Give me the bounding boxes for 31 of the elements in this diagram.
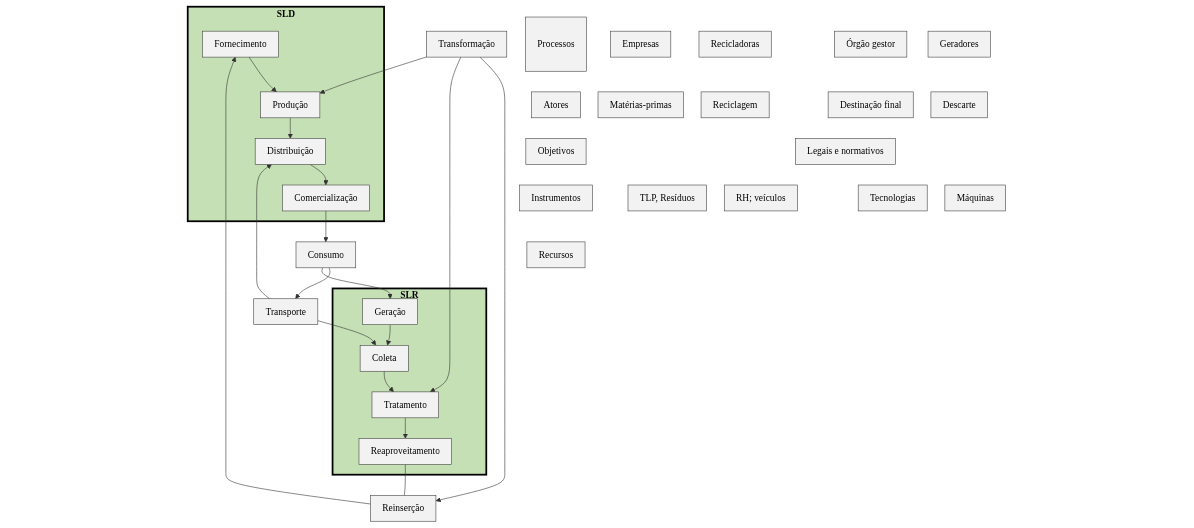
node-box: Fornecimento [202, 30, 280, 58]
node-box: Máquinas [944, 184, 1007, 212]
node-box: Reinserção [370, 495, 437, 522]
node-box: Processos [525, 16, 587, 72]
node-box: TLP, Resíduos [628, 184, 708, 212]
connector [404, 464, 406, 496]
node-box: Comercialização [282, 184, 370, 212]
node-box: Instrumentos [519, 184, 593, 212]
node-box: Recursos [526, 241, 586, 269]
node-box: RH; veículos [724, 184, 798, 212]
node-box: Coleta [360, 345, 409, 372]
node-box: Reaproveitamento [359, 438, 453, 465]
node-box: Empresas [610, 30, 672, 58]
node-box: Tecnologias [858, 184, 928, 212]
node-box: Distribuição [255, 138, 326, 165]
node-box: Destinação final [828, 91, 914, 119]
node-box: Objetivos [525, 138, 587, 165]
node-box: Geração [362, 298, 419, 325]
node-box: Descarte [930, 91, 989, 119]
node-box: Matérias-primas [598, 91, 684, 119]
node-box: Geradores [928, 30, 991, 58]
node-box: Transformação [426, 30, 508, 58]
node-box: Recicladoras [699, 30, 772, 58]
node-box: Consumo [296, 241, 357, 269]
node-box: Órgão gestor [834, 30, 908, 58]
node-box: Tratamento [372, 391, 440, 419]
node-box: Reciclagem [701, 91, 770, 119]
node-box: Produção [260, 91, 321, 119]
node-box: Legais e normativos [795, 138, 896, 165]
node-box: Transporte [253, 298, 319, 325]
node-box: Atores [531, 91, 581, 119]
